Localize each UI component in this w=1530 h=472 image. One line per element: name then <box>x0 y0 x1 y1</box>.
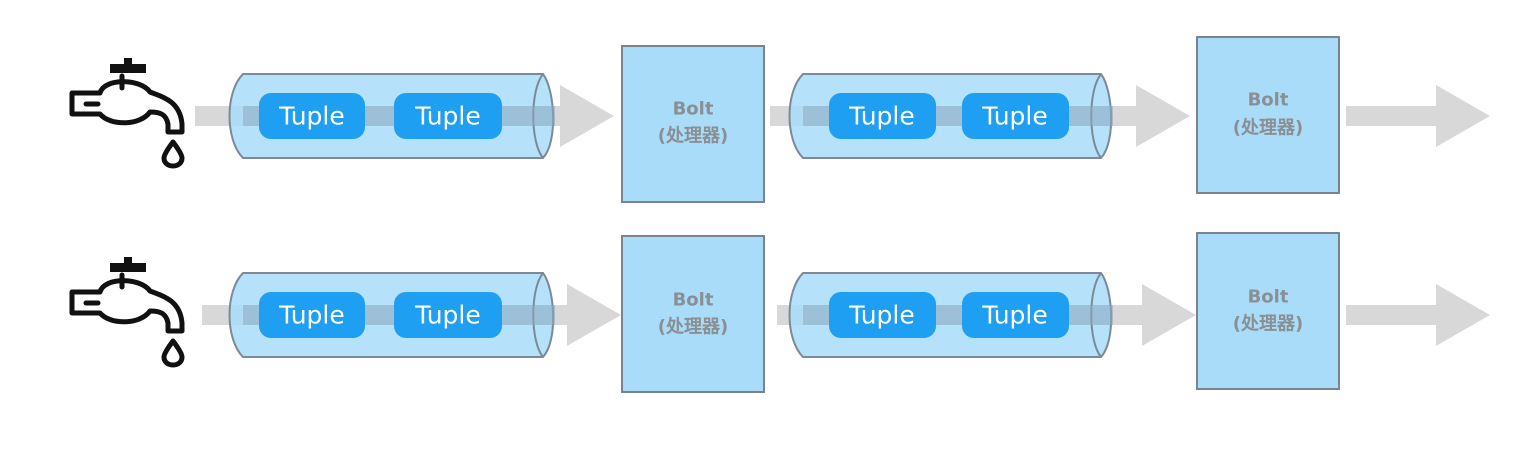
bolt-sublabel: (处理器) <box>1233 117 1303 139</box>
tuple-label: Tuple <box>981 301 1048 330</box>
tuple: Tuple <box>259 292 365 338</box>
stream-row-1: Tuple Tuple Bolt (处理器) Tuple Tuple <box>69 36 1490 203</box>
faucet-icon <box>69 257 185 368</box>
pipe: Tuple Tuple <box>788 272 1113 358</box>
bolt-box: Bolt (处理器) <box>1196 36 1340 194</box>
tuple-label: Tuple <box>848 102 915 131</box>
tuple-label: Tuple <box>278 301 345 330</box>
tuple-label: Tuple <box>414 301 481 330</box>
tuple-label: Tuple <box>981 102 1048 131</box>
faucet-icon <box>69 58 185 169</box>
flow-arrow <box>1346 284 1490 346</box>
pipe: Tuple Tuple <box>228 272 555 358</box>
pipe: Tuple Tuple <box>228 73 555 159</box>
bolt-box: Bolt (处理器) <box>1196 232 1340 390</box>
tuple-label: Tuple <box>414 102 481 131</box>
tuple: Tuple <box>829 93 936 139</box>
bolt-box: Bolt (处理器) <box>621 45 765 203</box>
bolt-sublabel: (处理器) <box>658 125 728 147</box>
bolt-box: Bolt (处理器) <box>621 235 765 393</box>
bolt-sublabel: (处理器) <box>658 316 728 338</box>
tuple: Tuple <box>829 292 936 338</box>
bolt-sublabel: (处理器) <box>1233 313 1303 335</box>
pipe: Tuple Tuple <box>788 73 1113 159</box>
tuple: Tuple <box>962 93 1069 139</box>
stream-row-2: Tuple Tuple Bolt (处理器) Tuple Tuple <box>69 232 1490 393</box>
bolt-label: Bolt <box>673 290 714 311</box>
tuple: Tuple <box>962 292 1069 338</box>
tuple: Tuple <box>394 93 502 139</box>
flow-arrow <box>1346 85 1490 147</box>
tuple: Tuple <box>394 292 502 338</box>
tuple: Tuple <box>259 93 365 139</box>
bolt-label: Bolt <box>673 99 714 120</box>
tuple-label: Tuple <box>278 102 345 131</box>
bolt-label: Bolt <box>1248 90 1289 111</box>
tuple-label: Tuple <box>848 301 915 330</box>
bolt-label: Bolt <box>1248 287 1289 308</box>
